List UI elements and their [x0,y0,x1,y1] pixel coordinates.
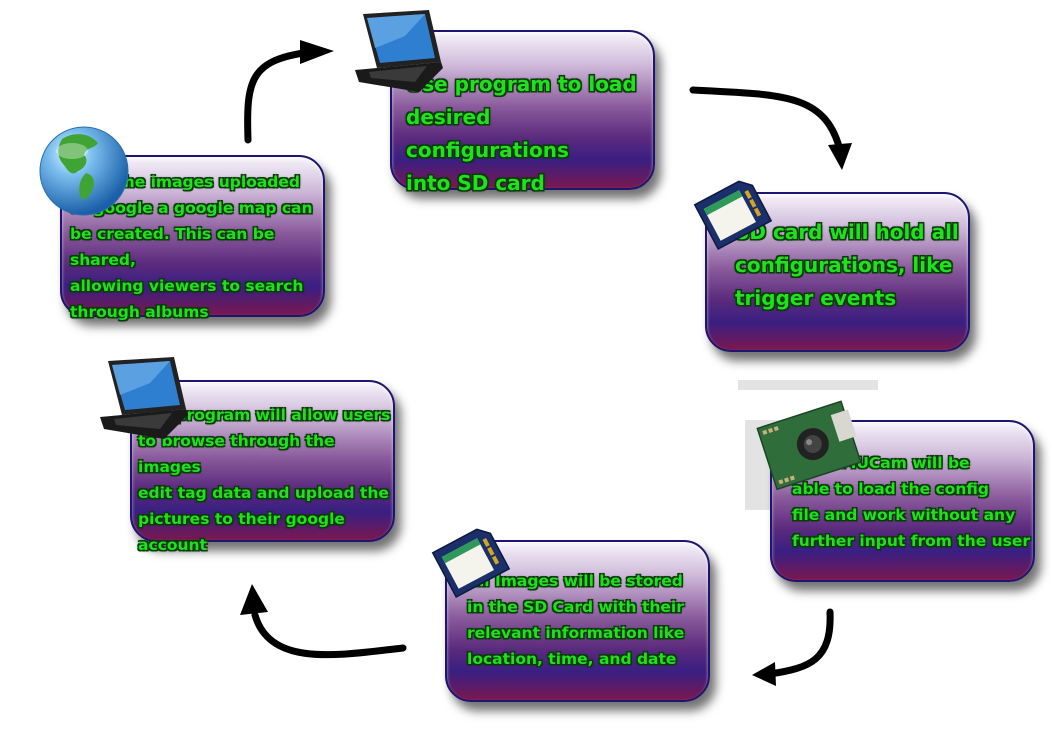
sd-card-icon [428,520,513,598]
arrowhead-2 [828,143,852,170]
arrow-laptop-to-sd [689,86,844,154]
step-text: The CMUCam will be able to load the conf… [792,454,1031,550]
step-text: With the images uploaded to google a goo… [70,173,313,321]
sd-card-icon [690,172,775,250]
laptop-icon [355,8,445,98]
step-text: The program will allow users to browse t… [138,406,391,554]
arrowhead-3 [752,662,776,686]
arrow-camera-to-stored [766,608,834,678]
arrow-globe-to-laptop [244,48,314,144]
step-text: Use program to load desired configuratio… [406,72,637,195]
laptop-icon [100,355,190,445]
arrowhead-1 [300,40,334,64]
arrow-stored-to-browse [251,611,407,659]
step-text: All Images will be stored in the SD Card… [467,572,685,668]
arrowhead-4 [240,584,268,615]
step-card-load-config: Use program to load desired configuratio… [390,30,655,195]
camera-board-icon [755,395,865,495]
globe-icon [38,125,130,217]
